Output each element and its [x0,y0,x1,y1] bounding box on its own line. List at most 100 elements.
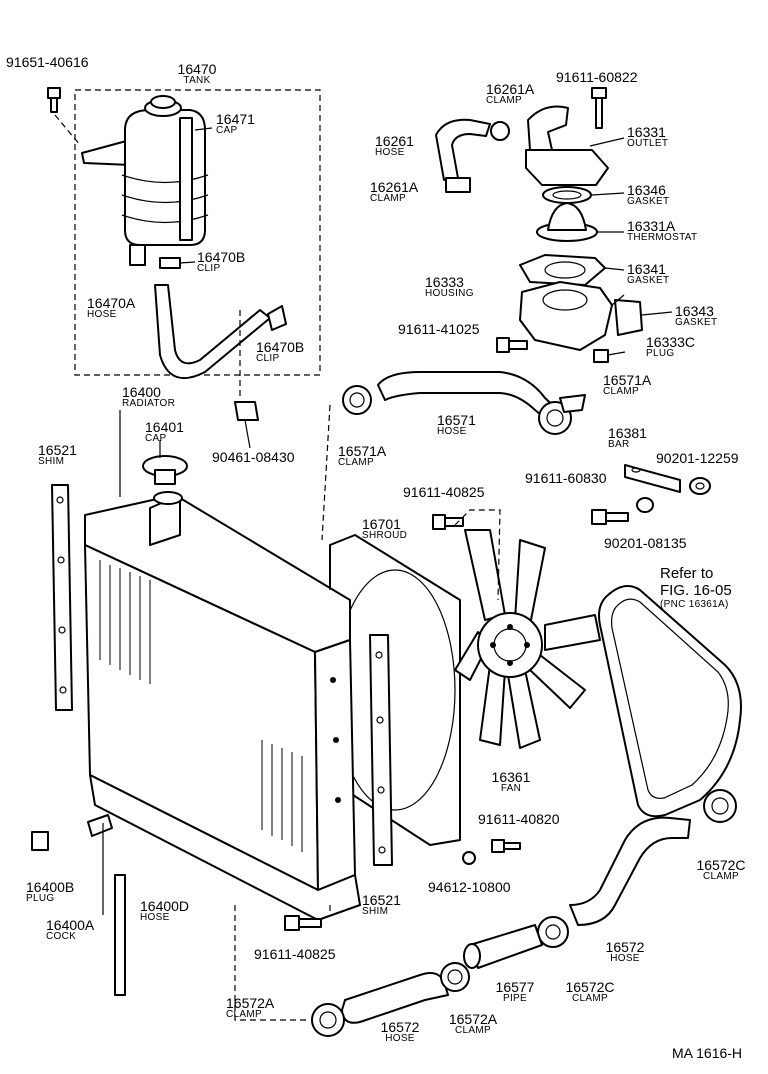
label-tank-cap-name: CAP [216,125,238,136]
label-outlet-num: 16331 [627,124,666,140]
label-hose-16572-bottom-name: HOSE [385,1033,415,1044]
label-refer-line3: (PNC 16361A) [660,599,729,610]
label-clamp-16261a-top: 16261A CLAMP [486,82,534,106]
label-gasket-16341-num: 16341 [627,261,666,277]
label-bolt-91611-40820: 91611-40820 [478,811,560,827]
bar-assembly [432,464,711,530]
label-fan-num: 16361 [491,769,531,785]
label-radiator-num: 16400 [122,384,161,400]
label-clamp-16572a-left: 16572A CLAMP [226,996,274,1020]
label-gasket-16346-num: 16346 [627,182,666,198]
label-bar: 16381 BAR [608,426,647,450]
label-hose-16571-name: HOSE [437,426,467,437]
label-hose-16572-bottom: 16572 HOSE [381,1020,420,1044]
label-bolt-91651-40616: 91651-40616 [6,54,89,70]
label-radiator-name: RADIATOR [122,398,176,409]
lower-radiator-hose [311,789,737,1037]
label-gasket-16341-name: GASKET [627,275,670,286]
label-bolt-91611-60822: 91611-60822 [556,69,638,85]
label-tank-name: TANK [183,75,211,86]
label-pipe-16577-num: 16577 [495,979,535,995]
label-plug-16333c-num: 16333C [646,334,696,350]
label-clamp-16261a-top-name: CLAMP [486,95,522,106]
label-hose-16261-num: 16261 [375,133,414,149]
label-clamp-16572c-right-name: CLAMP [703,871,739,882]
label-gasket-16343: 16343 GASKET [675,304,717,328]
label-clamp-16572c-mid: 16572C CLAMP [565,980,614,1004]
label-washer-90201-08135: 90201-08135 [604,535,687,551]
bolt-91651-40616 [47,87,61,113]
label-clip-16470b-lower: 16470B CLIP [256,340,304,364]
label-shim-right-name: SHIM [362,906,389,917]
label-plug-16333c-name: PLUG [646,348,675,359]
label-clamp-16571a-right: 16571A CLAMP [603,373,651,397]
label-shroud-name: SHROUD [362,530,408,541]
label-thermostat-num: 16331A [627,218,676,234]
label-thermostat: 16331A THERMOSTAT [627,219,697,243]
label-clamp-16571a-right-num: 16571A [603,372,652,388]
label-hose-16571-num: 16571 [437,412,476,428]
label-shim-right: 16521 SHIM [362,893,401,917]
label-hose-16470a-name: HOSE [87,309,117,320]
drive-belt [598,585,742,818]
label-pipe-16577-name: PIPE [503,993,527,1004]
label-refer-line1: Refer to [660,565,714,582]
label-fan-name: FAN [500,783,522,794]
upper-radiator-hose [342,371,586,435]
label-clamp-16571a-left: 16571A CLAMP [338,444,386,468]
label-clamp-16571a-right-name: CLAMP [603,386,639,397]
label-hose-16470a-num: 16470A [87,295,136,311]
label-clamp-16261a-left: 16261A CLAMP [370,180,418,204]
label-hose-16400d-num: 16400D [140,898,190,914]
label-shroud: 16701 SHROUD [362,517,407,541]
label-cock-16400a: 16400A COCK [46,918,94,942]
label-clamp-16572a-left-num: 16572A [226,995,275,1011]
label-shim-left-num: 16521 [38,442,77,458]
label-gasket-16343-num: 16343 [675,303,714,319]
clip-90461-08430 [234,401,259,421]
label-clamp-16572a-mid-num: 16572A [448,1011,498,1027]
label-clamp-16571a-left-name: CLAMP [338,457,374,468]
label-clamp-16261a-left-num: 16261A [370,179,419,195]
label-clamp-16571a-left-num: 16571A [338,443,387,459]
label-pipe-16577: 16577 PIPE [496,980,535,1004]
label-refer-note: Refer to FIG. 16-05 (PNC 16361A) [660,566,732,610]
label-cock-16400a-name: COCK [46,931,77,942]
label-plug-16400b-num: 16400B [26,879,75,895]
label-radiator: 16400 RADIATOR [122,385,175,409]
label-tank: 16470 TANK [178,62,217,86]
label-bolt-91611-60830: 91611-60830 [525,470,607,486]
label-clamp-16572a-mid: 16572A CLAMP [449,1012,497,1036]
label-radiator-cap-num: 16401 [145,419,184,435]
label-radiator-cap: 16401 CAP [145,420,184,444]
label-washer-94612-10800: 94612-10800 [428,879,511,895]
label-bolt-91611-40825-top: 91611-40825 [403,484,485,500]
label-tank-num: 16470 [177,61,217,77]
label-hose-16572-right-name: HOSE [610,953,640,964]
cooling-fan [454,529,601,749]
label-bolt-91611-40825-bottom: 91611-40825 [254,946,336,962]
label-clamp-16261a-left-name: CLAMP [370,193,406,204]
label-hose-16571: 16571 HOSE [437,413,476,437]
label-hose-16470a: 16470A HOSE [87,296,135,320]
label-hose-16261: 16261 HOSE [375,134,414,158]
label-hose-16261-name: HOSE [375,147,405,158]
label-plug-16400b-name: PLUG [26,893,55,904]
label-hose-16572-right-num: 16572 [605,939,645,955]
label-tank-cap: 16471 CAP [216,112,255,136]
label-housing-num: 16333 [425,274,464,290]
label-outlet-name: OUTLET [627,138,669,149]
label-clamp-16572a-left-name: CLAMP [226,1009,262,1020]
label-shim-right-num: 16521 [362,892,401,908]
label-gasket-16346: 16346 GASKET [627,183,669,207]
label-shroud-num: 16701 [362,516,401,532]
label-plug-16333c: 16333C PLUG [646,335,695,359]
label-clip-16470b-lower-num: 16470B [256,339,305,355]
reservoir-tank-group [74,89,321,380]
label-radiator-cap-name: CAP [145,433,167,444]
figure-code: MA 1616-H [672,1045,743,1061]
label-tank-cap-num: 16471 [216,111,255,127]
label-bolt-91611-41025: 91611-41025 [398,321,480,337]
label-clip-16470b-lower-name: CLIP [256,353,280,364]
label-clip-16470b-upper-name: CLIP [197,263,221,274]
